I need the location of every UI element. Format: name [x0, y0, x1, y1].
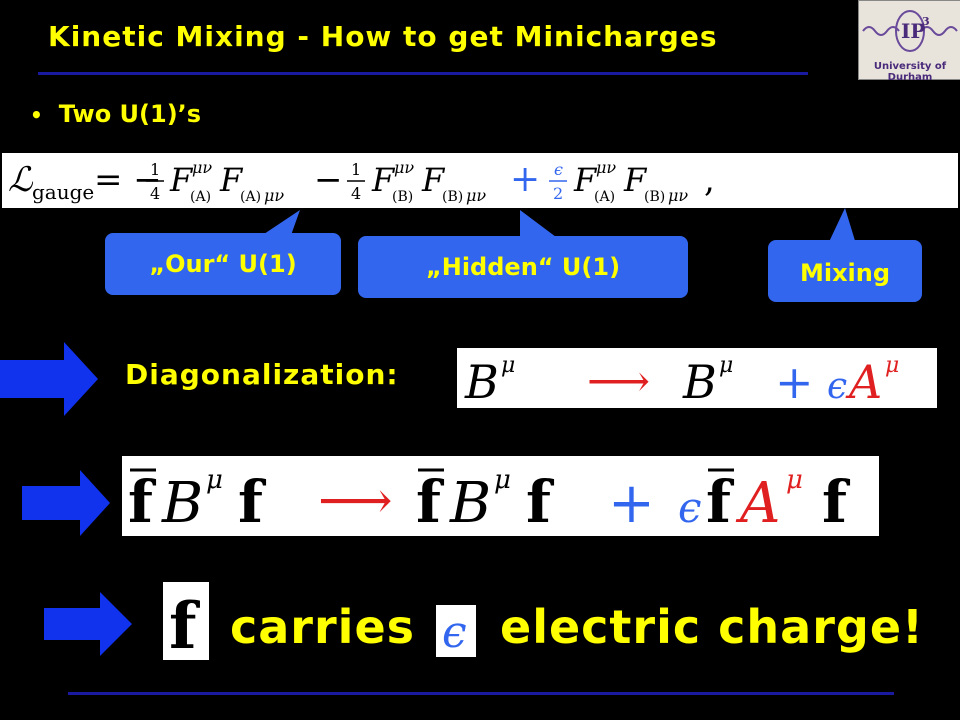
svg-text:μ: μ: [501, 353, 515, 378]
svg-text:B: B: [464, 355, 499, 408]
svg-text:B: B: [449, 471, 491, 536]
logo-superscript: 3: [922, 15, 930, 28]
diagonalization-equation: B μ ⟶ B μ + ϵ A μ: [457, 348, 937, 408]
right-arrow-icon: [0, 342, 98, 416]
university-logo: IP 3 University of Durham: [858, 0, 960, 83]
svg-text:⟶: ⟶: [318, 471, 393, 531]
svg-text:f: f: [238, 468, 267, 536]
svg-text:ϵ: ϵ: [678, 483, 702, 532]
svg-text:f: f: [416, 468, 445, 536]
svg-text:A: A: [845, 355, 882, 408]
svg-text:F: F: [623, 161, 648, 199]
diagonalization-formula-image: B μ ⟶ B μ + ϵ A μ: [464, 353, 899, 408]
diagonalization-label: Diagonalization:: [125, 358, 399, 391]
carries-text: carries: [230, 600, 416, 654]
svg-text:B: B: [161, 471, 203, 536]
svg-text:+: +: [775, 355, 814, 408]
svg-text:(A): (A): [594, 189, 615, 205]
svg-text:F: F: [573, 161, 598, 199]
svg-text:(B): (B): [442, 189, 463, 205]
svg-text:⟶: ⟶: [587, 356, 650, 407]
lagrangian-formula-image: ℒ gauge = − 1 4 F μν (A) F (A) μν − 1 4 …: [8, 158, 715, 205]
fermion-symbol-image: f: [169, 589, 200, 664]
callout-hidden-u1: „Hidden“ U(1): [358, 236, 688, 298]
svg-text:gauge: gauge: [32, 180, 94, 204]
svg-text:μ: μ: [885, 353, 899, 378]
callout-our-u1: „Our“ U(1): [105, 233, 341, 295]
svg-text:(B): (B): [644, 189, 665, 205]
svg-text:μ: μ: [719, 353, 733, 378]
bullet-dot-icon: •: [30, 103, 43, 127]
logo-caption: University of Durham: [873, 61, 947, 83]
right-arrow-icon: [22, 470, 110, 536]
svg-text:μ: μ: [494, 465, 511, 495]
callout-pointers: [258, 208, 856, 244]
svg-text:F: F: [371, 161, 396, 199]
svg-text:ϵ: ϵ: [442, 607, 467, 657]
svg-text:μν: μν: [264, 186, 284, 205]
epsilon-symbol: ϵ: [436, 605, 476, 658]
svg-text:μν: μν: [466, 186, 486, 205]
epsilon-symbol-image: ϵ: [442, 607, 467, 658]
coupling-equation: f B μ f ⟶ f B μ f + ϵ f A μ f: [122, 456, 879, 536]
svg-text:1: 1: [150, 160, 160, 179]
svg-text:(A): (A): [240, 189, 261, 205]
svg-text:f: f: [128, 468, 157, 536]
fermion-symbol: f: [163, 582, 209, 664]
svg-text:= −: = −: [94, 160, 162, 200]
svg-text:f: f: [822, 468, 851, 536]
bullet-item: • Two U(1)’s: [30, 100, 201, 128]
svg-text:μν: μν: [192, 158, 212, 177]
svg-text:ϵ: ϵ: [554, 160, 563, 179]
coupling-formula-image: f B μ f ⟶ f B μ f + ϵ f A μ f: [128, 465, 851, 536]
svg-text:(A): (A): [190, 189, 211, 205]
svg-text:+: +: [608, 471, 655, 536]
callout-mixing: Mixing: [768, 240, 922, 302]
svg-text:F: F: [219, 161, 244, 199]
svg-text:ϵ: ϵ: [827, 366, 847, 407]
svg-text:ℒ: ℒ: [8, 160, 34, 200]
slide-title: Kinetic Mixing - How to get Minicharges: [48, 20, 718, 53]
lagrangian-equation: ℒ gauge = − 1 4 F μν (A) F (A) μν − 1 4 …: [2, 153, 958, 208]
electric-charge-text: electric charge!: [500, 600, 925, 654]
svg-text:μ: μ: [786, 465, 803, 495]
svg-text:4: 4: [351, 184, 361, 203]
svg-text:μν: μν: [596, 158, 616, 177]
title-underline: [38, 72, 808, 75]
bullet-text: Two U(1)’s: [58, 100, 202, 128]
logo-mark: IP: [901, 19, 925, 43]
logo-wave-icon: IP 3: [862, 10, 958, 52]
svg-text:F: F: [421, 161, 446, 199]
svg-text:μν: μν: [394, 158, 414, 177]
svg-text:μ: μ: [206, 465, 223, 495]
svg-text:1: 1: [351, 160, 361, 179]
svg-text:f: f: [169, 589, 200, 660]
footer-rule: [68, 692, 894, 695]
svg-text:−: −: [314, 160, 343, 200]
svg-text:f: f: [526, 468, 555, 536]
svg-text:2: 2: [553, 184, 563, 203]
svg-text:(B): (B): [392, 189, 413, 205]
svg-text:μν: μν: [668, 186, 688, 205]
svg-text:F: F: [169, 161, 194, 199]
svg-text:B: B: [682, 355, 717, 408]
svg-text:,: ,: [704, 160, 715, 200]
svg-text:A: A: [735, 471, 780, 536]
right-arrow-icon: [44, 592, 132, 656]
svg-text:f: f: [706, 468, 735, 536]
svg-text:+: +: [510, 159, 540, 200]
svg-text:4: 4: [150, 184, 160, 203]
